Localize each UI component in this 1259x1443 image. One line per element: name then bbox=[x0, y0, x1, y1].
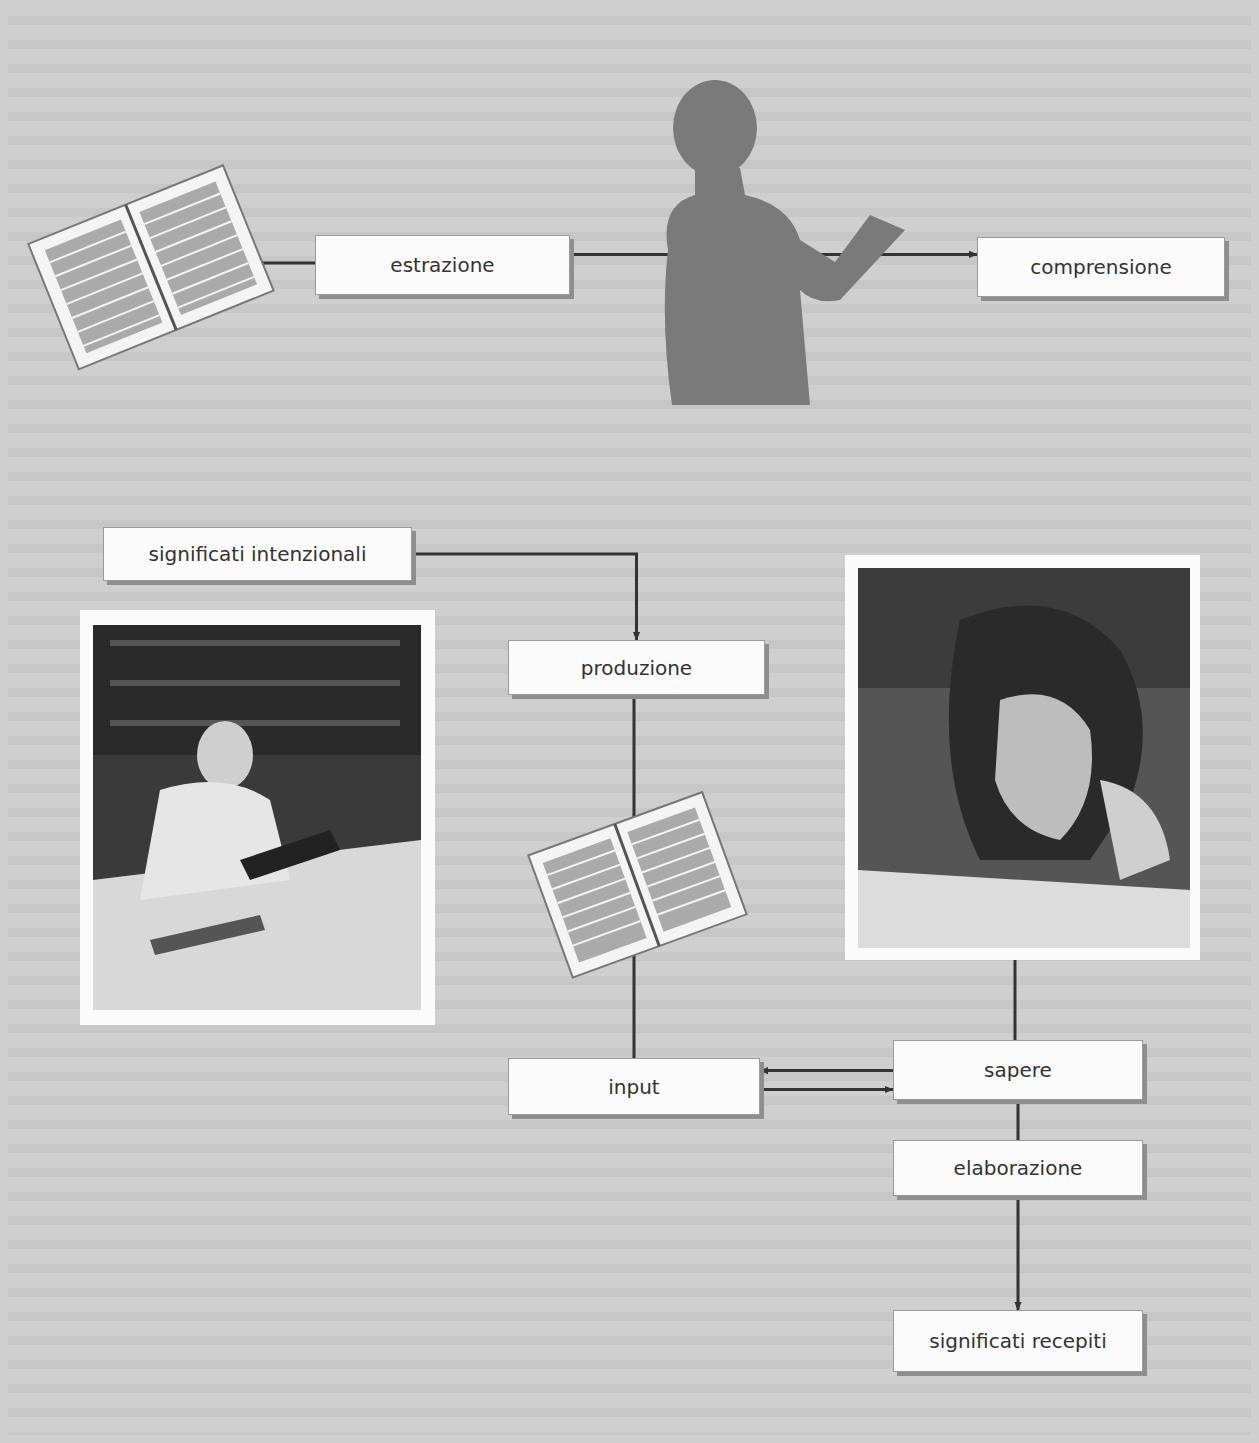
reader-silhouette bbox=[665, 80, 905, 405]
flow-connector bbox=[412, 554, 637, 640]
box-label: estrazione bbox=[390, 253, 494, 277]
flow-connector bbox=[570, 253, 977, 256]
process-box: significati recepiti bbox=[893, 1310, 1143, 1372]
leader-line bbox=[250, 262, 316, 265]
process-box: estrazione bbox=[315, 235, 570, 295]
box-label: comprensione bbox=[1030, 255, 1171, 279]
flow-connector bbox=[760, 1088, 893, 1091]
photo-reader bbox=[845, 555, 1200, 960]
open-book bbox=[28, 165, 273, 369]
process-box: comprensione bbox=[977, 237, 1225, 297]
box-label: sapere bbox=[984, 1058, 1052, 1082]
flow-connector bbox=[760, 1069, 893, 1072]
process-box: input bbox=[508, 1058, 760, 1115]
box-label: elaborazione bbox=[954, 1156, 1083, 1180]
process-box: elaborazione bbox=[893, 1140, 1143, 1196]
open-book bbox=[528, 792, 746, 977]
box-label: significati recepiti bbox=[929, 1329, 1107, 1353]
process-box: significati intenzionali bbox=[103, 527, 412, 581]
process-box: sapere bbox=[893, 1040, 1143, 1100]
flow-connector bbox=[633, 695, 636, 1058]
flow-connector bbox=[1017, 1100, 1020, 1140]
flow-connector bbox=[1017, 1196, 1020, 1310]
process-box: produzione bbox=[508, 640, 765, 695]
photo-writer bbox=[80, 610, 435, 1025]
box-label: produzione bbox=[581, 656, 692, 680]
box-label: input bbox=[608, 1075, 659, 1099]
box-label: significati intenzionali bbox=[149, 542, 367, 566]
leader-line bbox=[1014, 960, 1017, 1041]
